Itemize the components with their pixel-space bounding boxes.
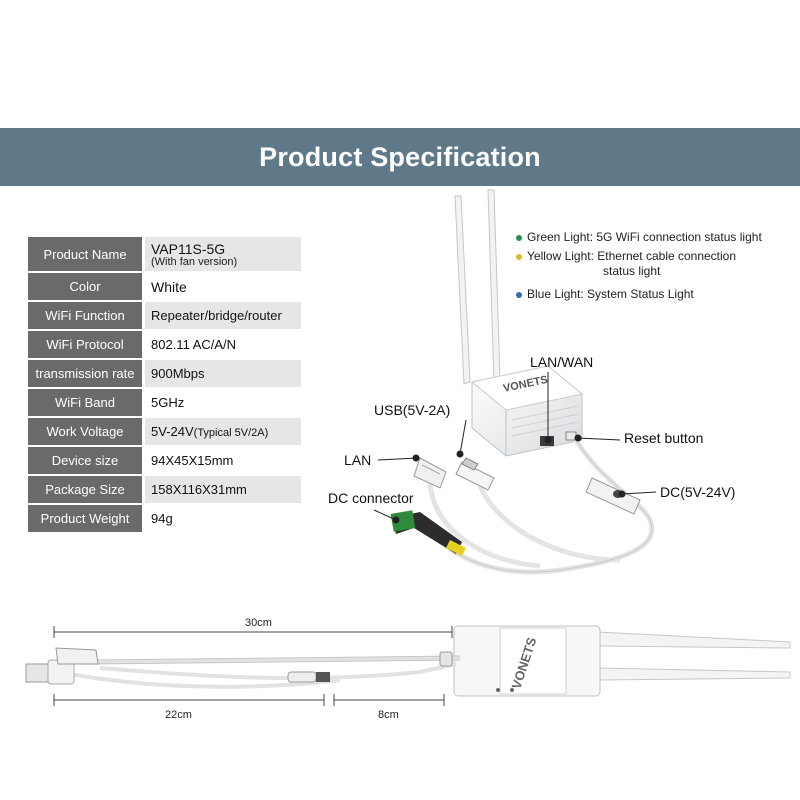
legend-item-blue: Blue Light: System Status Light [516,287,796,302]
usb-connector-icon [455,457,495,491]
dimension-device: 8cm [378,709,399,721]
spec-value: 5V-24V(Typical 5V/2A) [145,418,301,445]
callout-usb: USB(5V-2A) [374,402,451,418]
pointer-dot [618,490,626,498]
legend-text: Green Light: 5G WiFi connection status l… [527,230,762,244]
callout-reset: Reset button [624,430,704,446]
spec-label: WiFi Function [28,302,142,329]
spec-label: transmission rate [28,360,142,387]
spec-label: Work Voltage [28,418,142,445]
spec-row-wifi-band: WiFi Band 5GHz [28,389,301,416]
spec-value-main: 5V-24V [151,424,194,439]
antenna-icon [454,189,501,385]
dc-connector-icon [390,510,466,556]
spec-row-transmission-rate: transmission rate 900Mbps [28,360,301,387]
spec-value-main: White [151,278,187,295]
spec-label: Product Weight [28,505,142,532]
usb-plug-icon [25,659,75,685]
dimension-total: 30cm [245,617,272,629]
spec-value: 158X116X31mm [145,476,301,503]
callout-lan: LAN [344,452,372,468]
led-legend: Green Light: 5G WiFi connection status l… [516,230,796,306]
side-view-device: VONETS [453,625,791,697]
pointer-dot [456,450,464,458]
spec-value: Repeater/bridge/router [145,302,301,329]
spec-row-product-name: Product Name VAP11S-5G (With fan version… [28,237,301,271]
callout-lan-wan: LAN/WAN [530,354,594,370]
callout-dc: DC(5V-24V) [660,484,736,500]
spec-value: 94g [145,505,301,532]
callout-dc-connector: DC connector [328,490,414,506]
green-light-icon [516,235,522,241]
pointer-dot [412,454,420,462]
spec-label: Color [28,273,142,300]
spec-table: Product Name VAP11S-5G (With fan version… [28,235,301,534]
spec-value: White [145,273,301,300]
spec-value: VAP11S-5G (With fan version) [145,237,301,271]
spec-label: Package Size [28,476,142,503]
lan-connector-icon [413,457,447,489]
legend-item-yellow: Yellow Light: Ethernet cable connection … [516,249,796,279]
inline-dc-jack-icon [287,651,453,683]
spec-banner: Product Specification [0,128,800,186]
spec-label: Product Name [28,237,142,271]
spec-label: WiFi Band [28,389,142,416]
side-view-cables [59,656,461,689]
spec-row-device-size: Device size 94X45X15mm [28,447,301,474]
spec-row-product-weight: Product Weight 94g [28,505,301,532]
spec-value: 802.11 AC/A/N [145,331,301,358]
device-body: VONETS [470,365,584,457]
pointer-dot [544,436,552,444]
rj45-plug-icon [55,647,99,665]
blue-light-icon [516,292,522,298]
spec-value: 94X45X15mm [145,447,301,474]
spec-value-main: VAP11S-5G [151,240,226,257]
pointer-dot [574,434,582,442]
legend-item-green: Green Light: 5G WiFi connection status l… [516,230,796,245]
spec-row-work-voltage: Work Voltage 5V-24V(Typical 5V/2A) [28,418,301,445]
pointer-dot [392,516,400,524]
legend-text: Yellow Light: Ethernet cable connection [527,249,737,263]
spec-row-package-size: Package Size 158X116X31mm [28,476,301,503]
spec-value-sub: (With fan version) [151,255,238,268]
yellow-light-icon [516,254,522,260]
spec-value: 5GHz [145,389,301,416]
spec-value: 900Mbps [145,360,301,387]
spec-label: Device size [28,447,142,474]
dimension-cable: 22cm [165,709,192,721]
spec-row-color: Color White [28,273,301,300]
legend-text: Blue Light: System Status Light [527,287,694,301]
banner-title: Product Specification [259,141,541,172]
spec-label: WiFi Protocol [28,331,142,358]
spec-value-small: (Typical 5V/2A) [193,427,269,439]
spec-row-wifi-protocol: WiFi Protocol 802.11 AC/A/N [28,331,301,358]
spec-row-wifi-function: WiFi Function Repeater/bridge/router [28,302,301,329]
legend-subtext: status light [603,264,661,278]
dimension-lines [53,626,453,706]
